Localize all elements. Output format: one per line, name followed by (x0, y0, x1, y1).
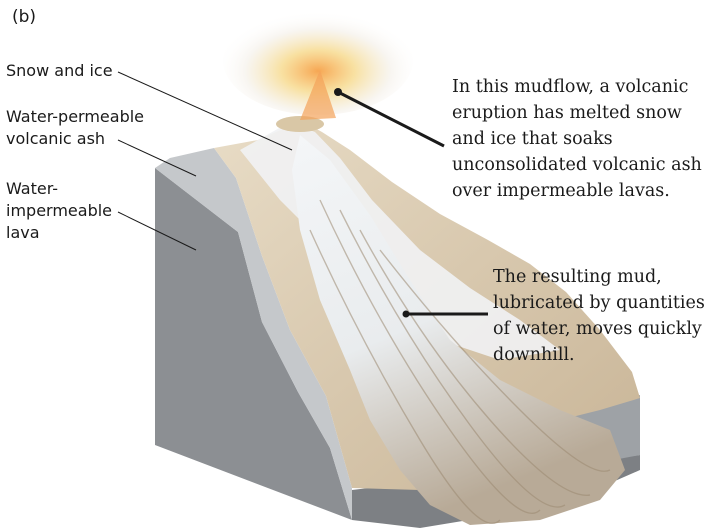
leader-eruption (338, 92, 444, 146)
eruption-plume (223, 5, 413, 120)
label-water-permeable-ash: Water-permeable volcanic ash (6, 106, 144, 150)
caption-eruption: In this mudflow, a volcanic eruption has… (452, 74, 722, 204)
label-water-impermeable-lava: Water- impermeable lava (6, 178, 112, 244)
leader-mud-dot (403, 311, 410, 318)
panel-label: (b) (12, 6, 36, 28)
label-snow-and-ice: Snow and ice (6, 60, 113, 82)
caption-mudflow: The resulting mud, lubricated by quantit… (493, 264, 725, 368)
leader-eruption-dot (334, 88, 342, 96)
